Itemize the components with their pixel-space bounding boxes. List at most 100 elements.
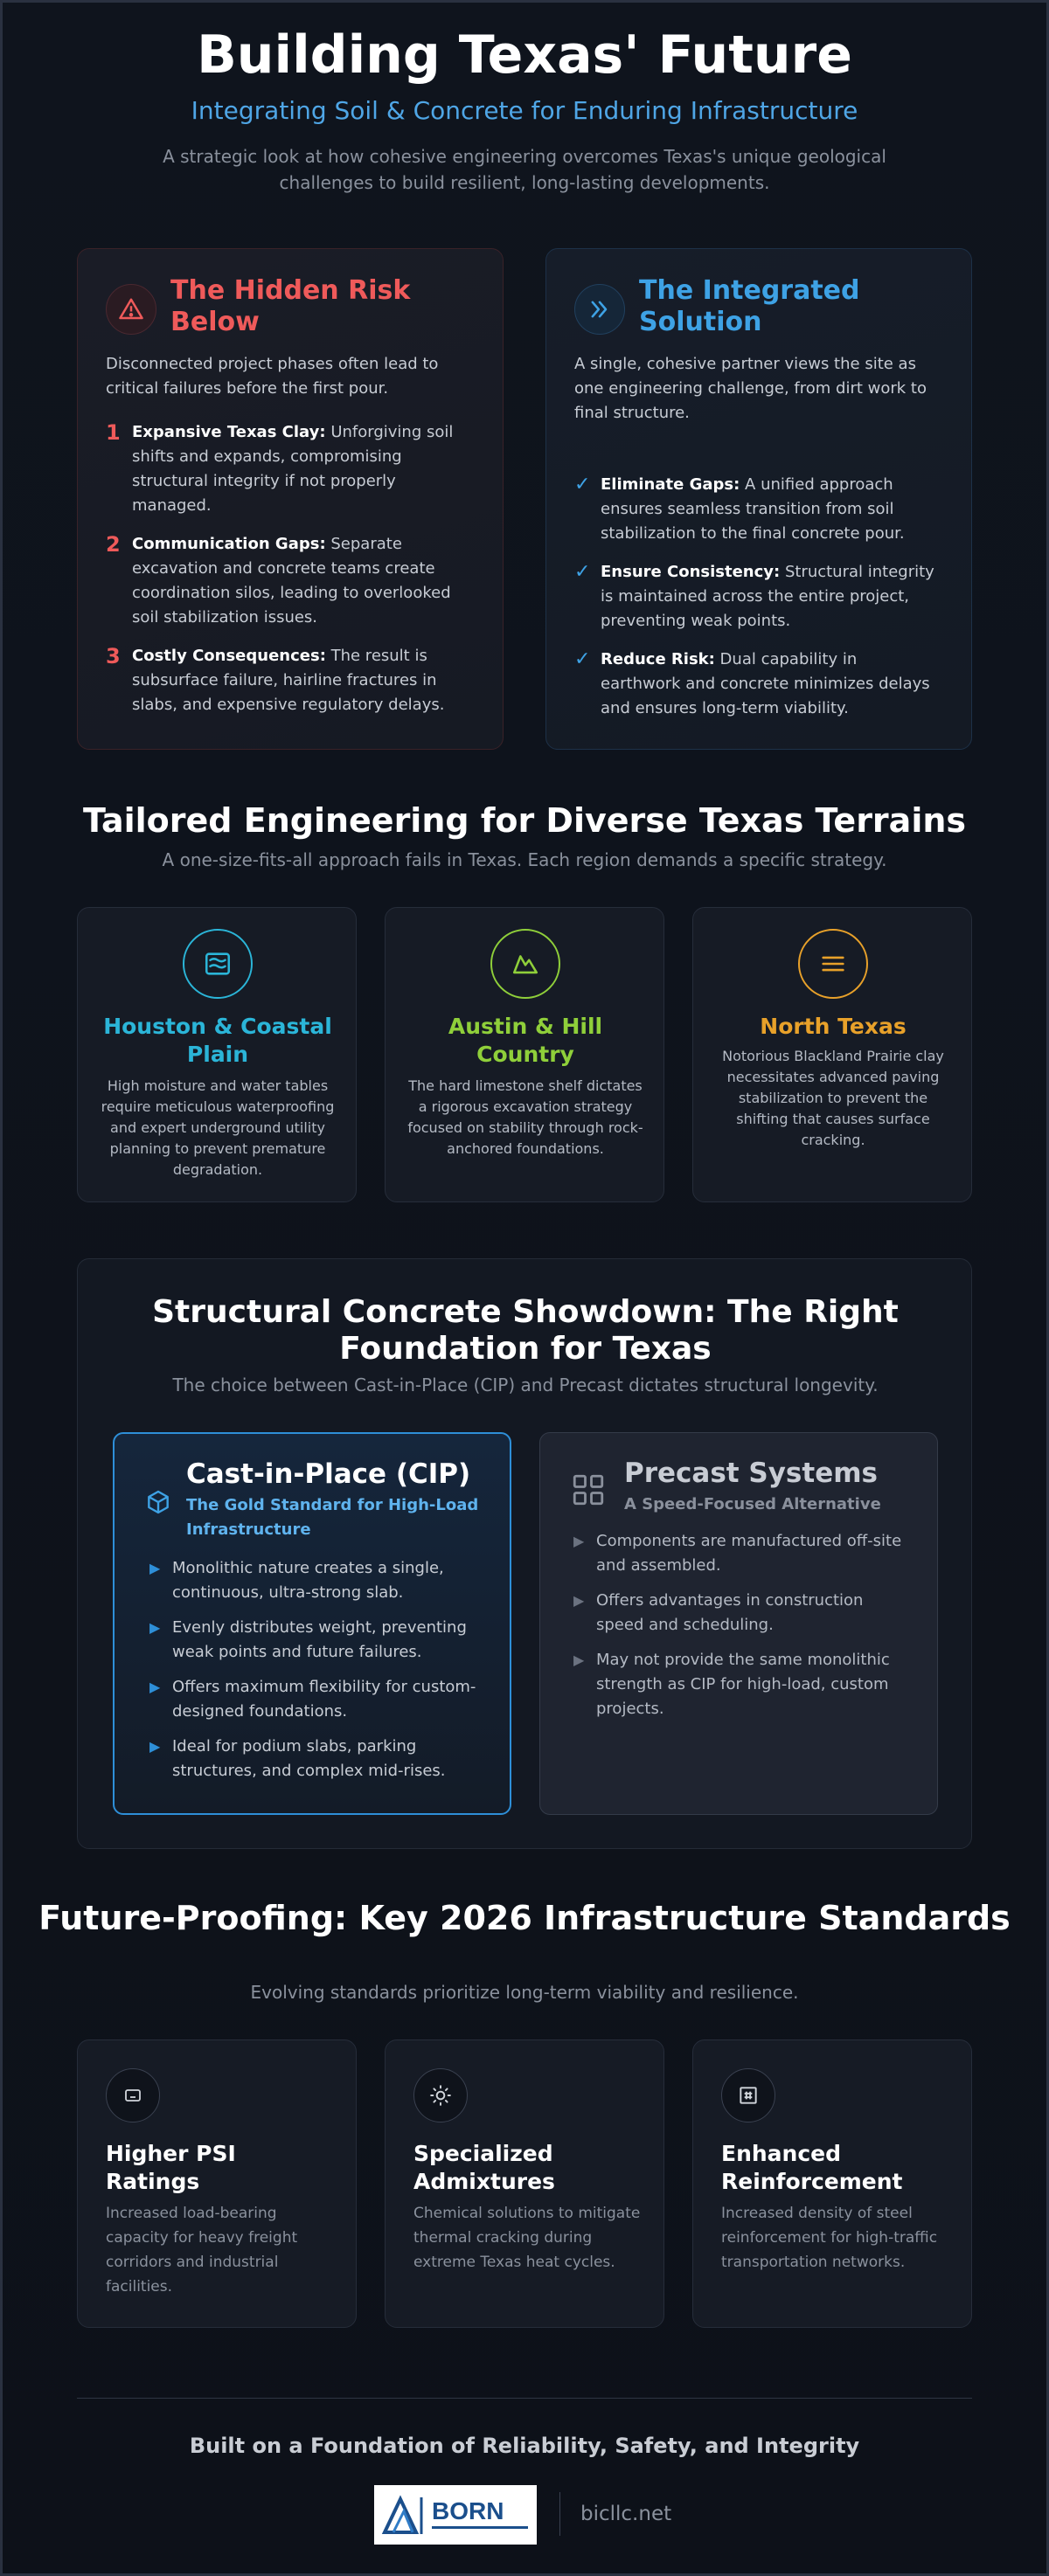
risk-item-text: Separate excavation and concrete teams c… bbox=[132, 535, 451, 627]
risk-number: 2 bbox=[106, 532, 121, 557]
risk-number: 1 bbox=[106, 420, 121, 445]
risk-item: 2 Communication Gaps: Separate excavatio… bbox=[106, 532, 473, 630]
terrain-description: Notorious Blackland Prairie clay necessi… bbox=[722, 1048, 944, 1148]
cip-bullet-text: Monolithic nature creates a single, cont… bbox=[172, 1559, 444, 1602]
cip-title: Cast-in-Place (CIP) bbox=[186, 1458, 471, 1490]
check-icon: ✓ bbox=[574, 561, 591, 583]
standards-subtitle: Evolving standards prioritize long-term … bbox=[250, 1982, 799, 2003]
risk-item: 3 Costly Consequences: The result is sub… bbox=[106, 644, 473, 717]
hidden-risk-card: The Hidden Risk Below Disconnected proje… bbox=[77, 248, 504, 750]
logo-mark-icon bbox=[381, 2495, 423, 2534]
standards-title: Future-Proofing: Key 2026 Infrastructure… bbox=[38, 1899, 1011, 1937]
terrain-name: Houston & Coastal Plain bbox=[103, 1014, 332, 1067]
mountain-icon bbox=[490, 929, 560, 999]
bullet-arrow-icon: ▶ bbox=[149, 1679, 161, 1695]
website-link[interactable]: bicllc.net bbox=[580, 2503, 672, 2525]
standard-card-psi: Higher PSI Ratings Increased load-bearin… bbox=[77, 2039, 357, 2328]
standard-description: Increased load-bearing capacity for heav… bbox=[106, 2205, 298, 2296]
footer-divider bbox=[77, 2398, 972, 2399]
solution-item-text: Structural integrity is maintained acros… bbox=[601, 563, 934, 630]
page-subtitle: Integrating Soil & Concrete for Enduring… bbox=[191, 96, 858, 125]
cip-tagline: The Gold Standard for High-Load Infrastr… bbox=[186, 1496, 479, 1539]
bullet-arrow-icon: ▶ bbox=[573, 1592, 585, 1609]
risk-item-text: Unforgiving soil shifts and expands, com… bbox=[132, 423, 454, 515]
standard-description: Chemical solutions to mitigate thermal c… bbox=[413, 2205, 641, 2271]
terrain-name: North Texas bbox=[760, 1014, 907, 1039]
gauge-box-icon bbox=[106, 2068, 160, 2122]
standard-title: Higher PSI Ratings bbox=[106, 2141, 236, 2194]
standard-card-admixtures: Specialized Admixtures Chemical solution… bbox=[385, 2039, 664, 2328]
check-icon: ✓ bbox=[574, 474, 591, 495]
cip-bullet: ▶ Monolithic nature creates a single, con… bbox=[149, 1556, 490, 1605]
wave-flag-icon bbox=[183, 929, 253, 999]
bullet-arrow-icon: ▶ bbox=[149, 1619, 161, 1636]
check-icon: ✓ bbox=[574, 648, 591, 670]
standard-title: Enhanced Reinforcement bbox=[721, 2141, 903, 2194]
warning-triangle-icon bbox=[106, 284, 156, 335]
risk-item-text: The result is subsurface failure, hairli… bbox=[132, 647, 445, 714]
terrain-name: Austin & Hill Country bbox=[448, 1014, 603, 1067]
risk-item-heading: Expansive Texas Clay: bbox=[132, 423, 326, 441]
solution-item: ✓ Reduce Risk: Dual capability in earthw… bbox=[574, 647, 941, 721]
hidden-risk-intro: Disconnected project phases often lead t… bbox=[106, 355, 439, 398]
solution-item-heading: Eliminate Gaps: bbox=[601, 475, 740, 494]
bullet-arrow-icon: ▶ bbox=[149, 1738, 161, 1755]
terrain-card-north-texas: North Texas Notorious Blackland Prairie … bbox=[692, 907, 972, 1202]
precast-bullet-text: May not provide the same monolithic stre… bbox=[596, 1651, 890, 1718]
risk-item-heading: Communication Gaps: bbox=[132, 535, 326, 553]
precast-title: Precast Systems bbox=[624, 1458, 878, 1489]
layers-lines-icon bbox=[798, 929, 868, 999]
bullet-arrow-icon: ▶ bbox=[573, 1652, 585, 1668]
terrain-description: The hard limestone shelf dictates a rigo… bbox=[407, 1077, 643, 1157]
solution-item-heading: Ensure Consistency: bbox=[601, 563, 781, 581]
solution-item: ✓ Ensure Consistency: Structural integri… bbox=[574, 560, 941, 634]
solution-item-text: Dual capability in earthwork and concret… bbox=[601, 650, 930, 717]
cip-bullet: ▶ Evenly distributes weight, preventing w… bbox=[149, 1616, 490, 1665]
precast-option-card: Precast Systems A Speed-Focused Alternat… bbox=[539, 1432, 938, 1815]
risk-item-heading: Costly Consequences: bbox=[132, 647, 326, 665]
sun-icon bbox=[413, 2068, 468, 2122]
cube-icon bbox=[144, 1488, 172, 1520]
page-title: Building Texas' Future bbox=[197, 24, 852, 86]
precast-bullet-text: Offers advantages in construction speed … bbox=[596, 1591, 864, 1634]
cip-bullet-text: Offers maximum flexibility for custom-de… bbox=[172, 1678, 476, 1721]
concrete-showdown-section: Structural Concrete Showdown: The Right … bbox=[77, 1258, 972, 1849]
hidden-risk-title: The Hidden Risk Below bbox=[170, 275, 411, 337]
precast-tagline: A Speed-Focused Alternative bbox=[624, 1495, 881, 1513]
rebar-grid-icon bbox=[721, 2068, 775, 2122]
solution-item-heading: Reduce Risk: bbox=[601, 650, 715, 668]
logo-underline bbox=[432, 2526, 528, 2529]
standard-card-reinforcement: Enhanced Reinforcement Increased density… bbox=[692, 2039, 972, 2328]
solution-item: ✓ Eliminate Gaps: A unified approach ens… bbox=[574, 473, 941, 546]
terrains-title: Tailored Engineering for Diverse Texas T… bbox=[82, 801, 967, 840]
cip-bullet-text: Ideal for podium slabs, parking structur… bbox=[172, 1737, 446, 1780]
precast-bullet: ▶ Offers advantages in construction speed… bbox=[573, 1589, 914, 1638]
cip-option-card: Cast-in-Place (CIP) The Gold Standard fo… bbox=[113, 1432, 511, 1815]
risk-item: 1 Expansive Texas Clay: Unforgiving soil… bbox=[106, 420, 473, 518]
cip-bullet: ▶ Offers maximum flexibility for custom-d… bbox=[149, 1675, 490, 1724]
integrated-solution-intro: A single, cohesive partner views the sit… bbox=[574, 355, 927, 422]
integrated-solution-card: The Integrated Solution A single, cohesi… bbox=[545, 248, 972, 750]
terrains-subtitle: A one-size-fits-all approach fails in Te… bbox=[162, 849, 887, 870]
precast-bullet-text: Components are manufactured off-site and… bbox=[596, 1532, 902, 1575]
grid-squares-icon bbox=[570, 1472, 607, 1512]
terrain-description: High moisture and water tables require m… bbox=[101, 1077, 335, 1178]
integrated-solution-title: The Integrated Solution bbox=[639, 275, 860, 337]
bullet-arrow-icon: ▶ bbox=[573, 1533, 585, 1549]
company-logo[interactable]: BORN bbox=[374, 2485, 537, 2545]
bullet-arrow-icon: ▶ bbox=[149, 1560, 161, 1576]
page-description: A strategic look at how cohesive enginee… bbox=[163, 146, 886, 193]
solution-item-text: A unified approach ensures seamless tran… bbox=[601, 475, 905, 543]
risk-number: 3 bbox=[106, 644, 121, 668]
showdown-title: Structural Concrete Showdown: The Right … bbox=[152, 1294, 899, 1367]
precast-bullet: ▶ May not provide the same monolithic str… bbox=[573, 1648, 914, 1721]
terrain-card-austin: Austin & Hill Country The hard limestone… bbox=[385, 907, 664, 1202]
cip-bullet-text: Evenly distributes weight, preventing we… bbox=[172, 1618, 467, 1661]
showdown-subtitle: The choice between Cast-in-Place (CIP) a… bbox=[172, 1375, 879, 1395]
precast-bullet: ▶ Components are manufactured off-site an… bbox=[573, 1529, 914, 1578]
footer-separator bbox=[559, 2492, 560, 2536]
standard-title: Specialized Admixtures bbox=[413, 2141, 555, 2194]
cip-bullet: ▶ Ideal for podium slabs, parking structu… bbox=[149, 1735, 490, 1783]
logo-text: BORN bbox=[432, 2497, 504, 2524]
footer-tagline: Built on a Foundation of Reliability, Sa… bbox=[189, 2434, 860, 2458]
